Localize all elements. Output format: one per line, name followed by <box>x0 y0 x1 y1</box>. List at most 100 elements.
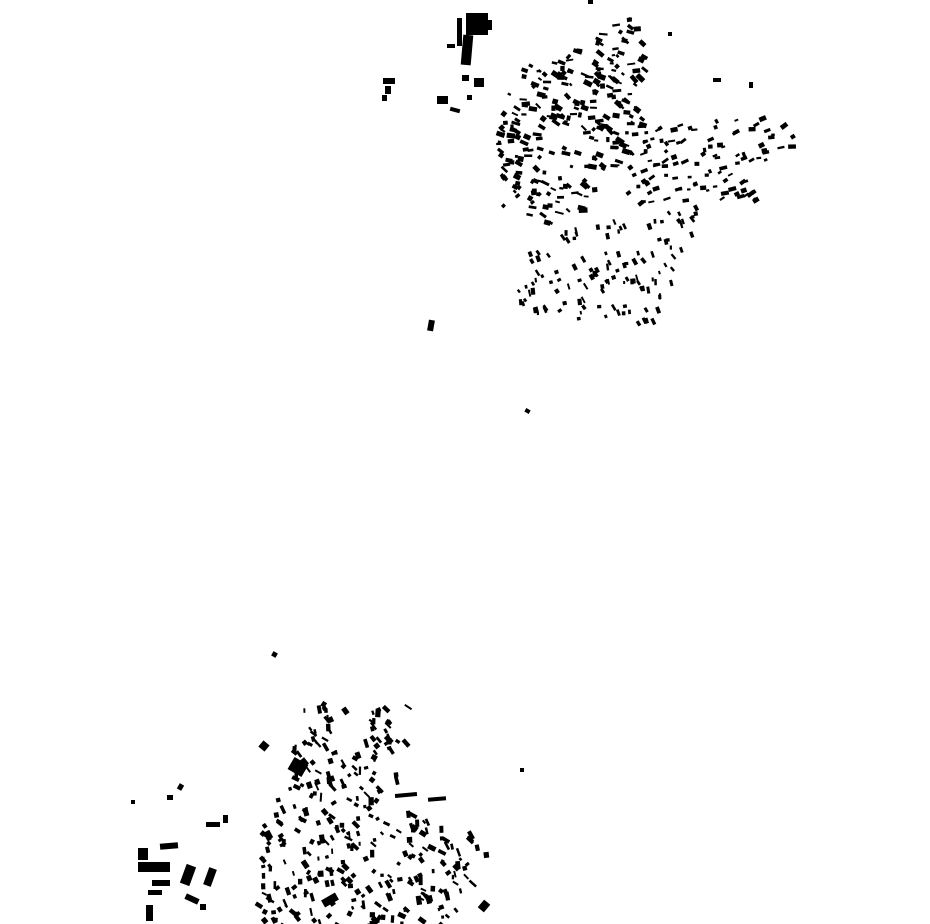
building <box>746 189 756 198</box>
building <box>664 173 669 177</box>
building <box>300 859 310 870</box>
building <box>630 278 634 285</box>
building <box>522 297 528 303</box>
building <box>562 300 568 306</box>
building <box>260 864 266 869</box>
building <box>602 113 611 121</box>
building <box>603 123 614 133</box>
building <box>581 177 588 184</box>
building <box>654 128 660 133</box>
building <box>275 797 281 803</box>
building <box>521 74 527 80</box>
building <box>514 154 519 159</box>
building <box>303 890 310 896</box>
building <box>521 113 527 116</box>
building <box>526 194 534 202</box>
building <box>589 99 597 104</box>
building <box>483 851 490 859</box>
building <box>563 120 568 123</box>
building <box>369 721 378 731</box>
building <box>258 740 270 752</box>
building <box>502 162 511 167</box>
building <box>524 154 533 158</box>
building <box>295 750 303 758</box>
building <box>200 904 206 910</box>
building <box>694 161 700 166</box>
building <box>365 804 373 812</box>
building <box>385 718 393 726</box>
building <box>679 246 684 254</box>
building <box>652 185 660 192</box>
building <box>644 131 649 135</box>
building <box>752 121 760 128</box>
building <box>658 294 662 300</box>
building <box>309 907 313 917</box>
building <box>595 224 601 231</box>
building <box>276 906 283 913</box>
building <box>537 123 546 131</box>
building <box>363 765 369 770</box>
building <box>394 738 401 745</box>
building <box>628 113 634 119</box>
building <box>651 277 654 282</box>
building <box>591 154 598 162</box>
building <box>350 842 360 851</box>
building <box>594 139 599 142</box>
building <box>311 917 318 924</box>
building <box>573 149 582 157</box>
building <box>418 876 423 886</box>
building <box>421 846 429 852</box>
building <box>254 901 264 910</box>
building <box>543 80 552 84</box>
building <box>707 168 713 174</box>
building <box>316 705 323 714</box>
building <box>261 891 267 896</box>
building <box>453 870 457 878</box>
building <box>554 210 564 215</box>
building <box>328 813 336 820</box>
building <box>757 141 766 149</box>
building <box>401 738 411 748</box>
building <box>417 856 425 864</box>
building <box>531 188 537 194</box>
building <box>331 848 334 854</box>
building <box>568 82 573 87</box>
building <box>458 857 463 862</box>
building <box>705 188 710 192</box>
building <box>559 113 565 119</box>
building <box>595 151 604 159</box>
building <box>325 723 331 732</box>
building <box>371 770 377 776</box>
building <box>321 892 339 908</box>
building <box>319 836 324 841</box>
building <box>502 120 508 126</box>
building <box>640 53 649 61</box>
building <box>281 838 286 847</box>
building <box>659 138 664 144</box>
building <box>261 822 268 829</box>
building <box>621 311 626 316</box>
building <box>640 167 649 174</box>
building <box>462 865 468 872</box>
building <box>402 850 409 858</box>
building <box>751 196 760 204</box>
building <box>552 115 558 122</box>
building <box>282 859 287 865</box>
building <box>261 872 266 879</box>
building <box>540 273 545 279</box>
building <box>505 157 513 163</box>
building <box>537 179 546 184</box>
building <box>620 71 625 76</box>
building <box>507 92 512 97</box>
building <box>444 869 452 876</box>
building <box>447 44 455 48</box>
building <box>339 778 346 788</box>
building <box>341 706 350 716</box>
building <box>356 816 361 821</box>
building <box>369 912 376 918</box>
building <box>369 726 375 732</box>
building <box>626 122 635 126</box>
building <box>569 112 578 116</box>
building <box>626 23 635 31</box>
building <box>449 106 461 114</box>
